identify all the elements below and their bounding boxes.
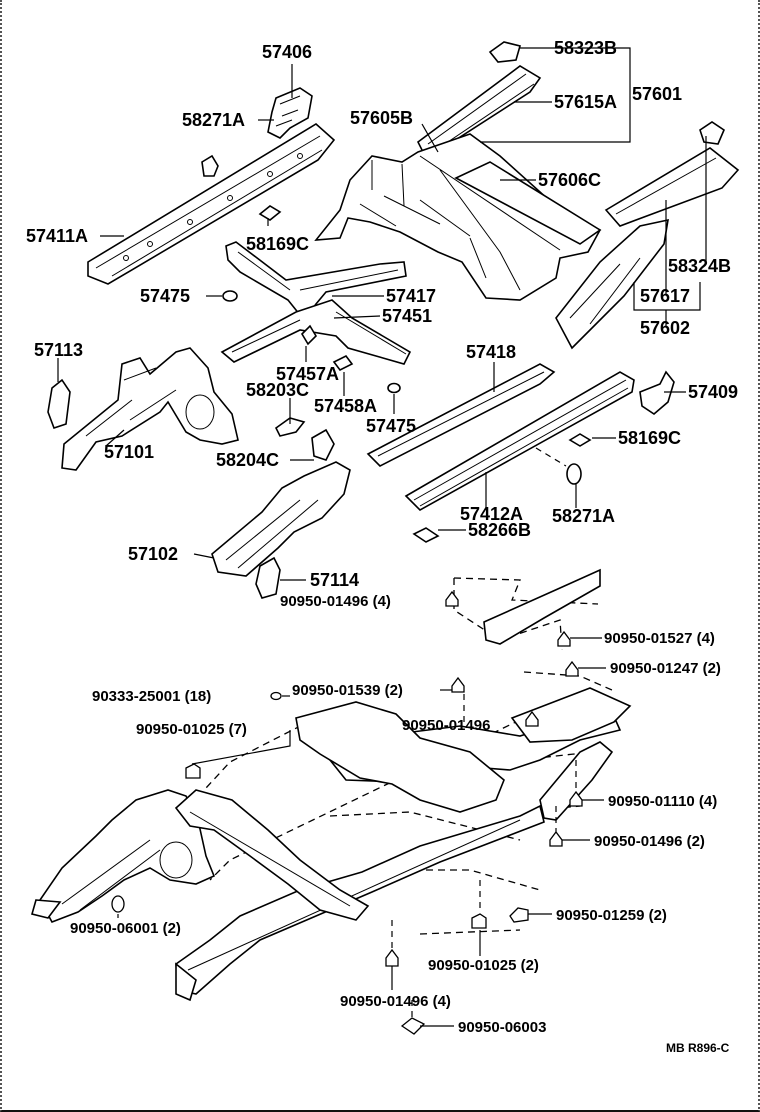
label-90950-01496-mid: 90950-01496 <box>402 717 490 734</box>
part-58323b-bracket <box>488 41 521 63</box>
part-57412a-rail <box>404 371 635 511</box>
label-58169c-top: 58169C <box>246 234 309 254</box>
part-58204c-bracket <box>311 428 335 461</box>
part-57451-crossmember <box>220 299 412 365</box>
label-58204c: 58204C <box>216 450 279 470</box>
label-57605b: 57605B <box>350 108 413 128</box>
label-90950-06001: 90950-06001 (2) <box>70 920 181 937</box>
label-58203c: 58203C <box>246 380 309 400</box>
part-57458a-bracket <box>332 354 354 372</box>
label-57617: 57617 <box>640 286 690 306</box>
part-57602-rail <box>555 218 669 350</box>
part-57475-mid-plug <box>387 382 401 394</box>
fastener-90950-01025-2 <box>471 913 487 929</box>
label-90333-25001: 90333-25001 (18) <box>92 688 211 705</box>
fastener-90950-01527 <box>557 630 571 647</box>
part-57113-bracket <box>47 378 71 430</box>
label-58266b: 58266B <box>468 520 531 540</box>
part-57617-rail <box>604 147 740 227</box>
label-58169c-right: 58169C <box>618 428 681 448</box>
label-90950-01539: 90950-01539 (2) <box>292 682 403 699</box>
part-57457a-bracket <box>300 324 318 346</box>
label-90950-01496-4-top: 90950-01496 (4) <box>280 593 391 610</box>
label-90950-01025-7: 90950-01025 (7) <box>136 721 247 738</box>
label-57601: 57601 <box>632 84 682 104</box>
label-90950-01496-2: 90950-01496 (2) <box>594 833 705 850</box>
label-58271a-top: 58271A <box>182 110 245 130</box>
label-90950-01527: 90950-01527 (4) <box>604 630 715 647</box>
fasteners <box>111 590 583 1035</box>
assembled-frame <box>31 568 632 1002</box>
label-57409: 57409 <box>688 382 738 402</box>
label-57114: 57114 <box>310 570 359 590</box>
label-57451: 57451 <box>382 306 432 326</box>
label-58324b: 58324B <box>668 256 731 276</box>
fastener-90950-01496-mid <box>525 710 539 727</box>
part-57605b-floor-pan <box>314 133 602 301</box>
part-57102-apron <box>211 461 351 577</box>
fastener-90950-01496-4-bottom <box>385 948 399 967</box>
fastener-90950-06001 <box>111 895 125 913</box>
part-58324b-bracket <box>699 121 725 145</box>
label-90950-01025-2: 90950-01025 (2) <box>428 957 539 974</box>
leader-lines <box>57 47 707 1027</box>
fastener-90950-06003 <box>400 1017 426 1035</box>
label-57417: 57417 <box>386 286 436 306</box>
fastener-90333-25001 <box>270 691 282 701</box>
fastener-90950-01539 <box>451 676 465 693</box>
label-58271a-bottom: 58271A <box>552 506 615 526</box>
fastener-90950-01496-2 <box>549 830 563 847</box>
part-58169c-top-plug <box>258 205 282 221</box>
part-58169c-right-plug <box>568 433 592 447</box>
label-57475-mid: 57475 <box>366 416 416 436</box>
part-58266b-clip <box>412 527 440 543</box>
part-57606c-rail <box>454 161 602 245</box>
label-90950-01259: 90950-01259 (2) <box>556 907 667 924</box>
fastener-90950-01247 <box>565 660 579 677</box>
label-57412a: 57412A <box>460 504 523 524</box>
part-57101-apron <box>61 347 239 471</box>
part-58203c-bracket <box>274 417 306 437</box>
label-57102: 57102 <box>128 544 178 564</box>
label-90950-01496-4-bottom: 90950-01496 (4) <box>340 993 451 1010</box>
part-57114-bracket <box>255 556 281 599</box>
fastener-90950-01259 <box>509 907 529 923</box>
label-57475-left: 57475 <box>140 286 190 306</box>
part-labels: 57406 58271A 57411A 58169C 57475 58323B … <box>26 38 738 1055</box>
label-90950-06003: 90950-06003 <box>458 1019 546 1036</box>
label-57418: 57418 <box>466 342 516 362</box>
part-57418-rail <box>366 363 556 467</box>
part-58271a-bottom-plug <box>566 463 582 485</box>
label-57606c: 57606C <box>538 170 601 190</box>
diagram-code: MB R896-C <box>666 1041 730 1055</box>
label-57457a: 57457A <box>276 364 339 384</box>
part-57409-bracket <box>639 370 675 416</box>
fastener-90950-01496-4-top <box>445 590 459 607</box>
part-57475-left-plug <box>222 290 238 302</box>
label-57113: 57113 <box>34 340 83 360</box>
label-57602: 57602 <box>640 318 690 338</box>
part-57406-bracket <box>267 87 313 139</box>
label-58323b: 58323B <box>554 38 617 58</box>
fastener-90950-01025-7 <box>185 763 201 779</box>
label-90950-01247: 90950-01247 (2) <box>610 660 721 677</box>
label-90950-01110: 90950-01110 (4) <box>608 793 717 810</box>
label-57458a: 57458A <box>314 396 377 416</box>
part-57417-crossmember <box>225 241 407 322</box>
label-57406: 57406 <box>262 42 312 62</box>
label-57411a: 57411A <box>26 226 88 246</box>
part-57411a-rail <box>87 123 336 285</box>
part-58271a-top-plug <box>201 154 219 177</box>
label-57101: 57101 <box>104 442 154 462</box>
label-57615a: 57615A <box>554 92 617 112</box>
fastener-90950-01110 <box>569 790 583 807</box>
